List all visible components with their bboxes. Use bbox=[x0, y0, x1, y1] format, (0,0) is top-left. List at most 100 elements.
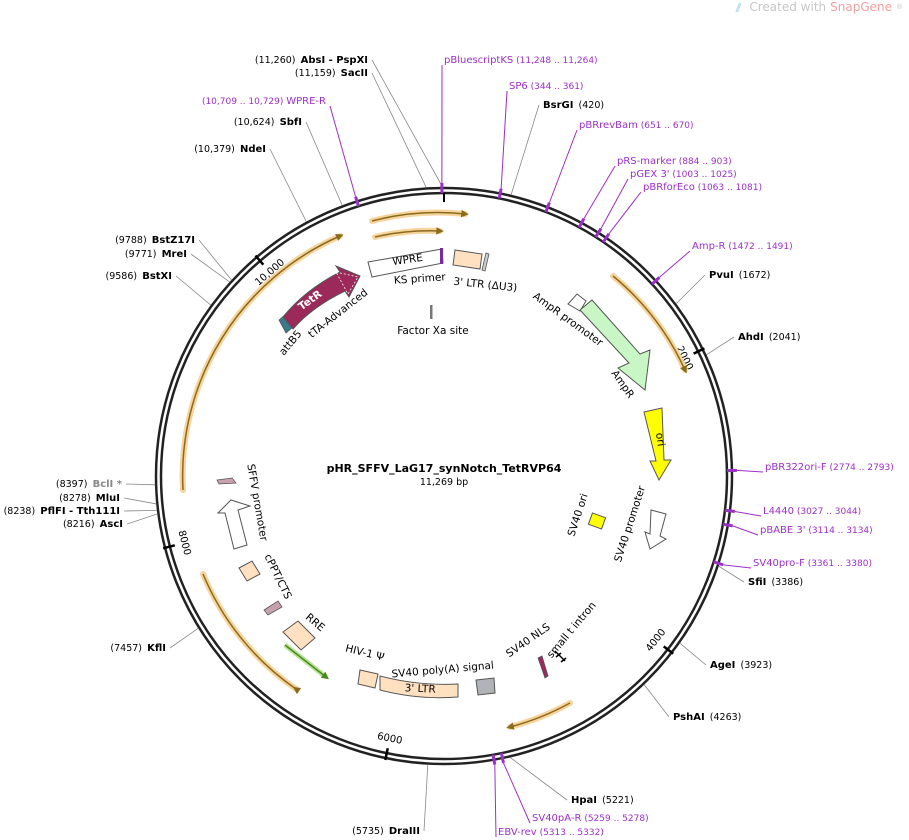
primer-name: Amp-R bbox=[692, 241, 726, 252]
restriction-site-label[interactable]: (8278) MluI bbox=[59, 486, 120, 505]
site-position: (10,624) bbox=[234, 117, 275, 128]
restriction-site-label[interactable]: (7457) KflI bbox=[110, 636, 166, 655]
orf-arc-line bbox=[506, 702, 571, 730]
plasmid-size: 11,269 bp bbox=[420, 477, 468, 488]
restriction-site-label[interactable]: (9771) MreI bbox=[125, 242, 187, 261]
primer-label[interactable]: pRS-marker (884 .. 903) bbox=[617, 156, 732, 167]
site-leader bbox=[198, 239, 232, 281]
primer-position: (11,248 .. 11,264) bbox=[513, 56, 597, 66]
site-name: BstZ17I bbox=[152, 235, 195, 246]
restriction-site-label[interactable]: (8238) PflFI - Tth111I bbox=[4, 499, 120, 518]
restriction-site-label[interactable]: (11,159) SacII bbox=[295, 61, 368, 80]
restriction-site-label[interactable]: (9788) BstZ17I bbox=[115, 228, 195, 247]
primer-label[interactable]: L4440 (3027 .. 3044) bbox=[763, 506, 861, 517]
primer-leader bbox=[329, 105, 357, 197]
primer-sites: pBluescriptKS (11,248 .. 11,264) SP6 (344… bbox=[202, 55, 894, 838]
wpre-label: WPRE bbox=[392, 252, 424, 268]
primer-label[interactable]: (10,709 .. 10,729) WPRE-R bbox=[202, 96, 326, 107]
restriction-site-label[interactable]: SfiI (3386) bbox=[748, 570, 803, 589]
site-name: AscI bbox=[100, 519, 123, 530]
site-leader bbox=[175, 275, 212, 306]
site-name: BsrGI bbox=[543, 100, 573, 111]
restriction-site-label[interactable]: (10,624) SbfI bbox=[234, 110, 302, 129]
site-name: MluI bbox=[96, 493, 120, 504]
primer-name: EBV-rev bbox=[498, 827, 537, 838]
primer-label[interactable]: pBRforEco (1063 .. 1081) bbox=[643, 182, 762, 193]
primer-name: SV40pro-F bbox=[753, 558, 805, 569]
primer-label[interactable]: pBluescriptKS (11,248 .. 11,264) bbox=[444, 55, 598, 66]
primer-label[interactable]: Amp-R (1472 .. 1491) bbox=[692, 241, 793, 252]
primer-leader bbox=[723, 564, 752, 569]
site-leader bbox=[123, 497, 157, 505]
hiv-psi-label: HIV-1 Ψ bbox=[344, 642, 385, 663]
site-leader bbox=[718, 565, 745, 583]
restriction-site-label[interactable]: PvuI (1672) bbox=[709, 263, 770, 282]
primer-label[interactable]: SV40pro-F (3361 .. 3380) bbox=[753, 558, 872, 569]
restriction-site-label[interactable]: (8216) AscI bbox=[63, 512, 123, 531]
restriction-site-label[interactable]: BsrGI (420) bbox=[543, 93, 604, 112]
restriction-site-label[interactable]: (8397) BclI * bbox=[56, 472, 123, 491]
site-name: PshAI bbox=[673, 712, 705, 723]
primer-leader bbox=[608, 191, 642, 235]
credit-mark: ® bbox=[896, 3, 903, 11]
site-leaders bbox=[123, 59, 745, 832]
restriction-site-label[interactable]: (10,379) NdeI bbox=[194, 137, 266, 156]
site-position: (1672) bbox=[739, 270, 771, 281]
primer-name: pBRrevBam bbox=[579, 120, 638, 131]
primer-label[interactable]: pGEX 3' (1003 .. 1025) bbox=[630, 169, 737, 180]
primer-position: (1472 .. 1491) bbox=[726, 242, 793, 252]
site-leader bbox=[169, 627, 199, 649]
site-leader bbox=[679, 642, 707, 666]
sv40-promoter-arrow bbox=[644, 509, 668, 550]
site-name: PvuI bbox=[709, 270, 734, 281]
restriction-site-label[interactable]: (11,260) AbsI - PspXI bbox=[255, 48, 368, 67]
primer-position: (1063 .. 1081) bbox=[695, 183, 762, 193]
restriction-site-label[interactable]: PshAI (4263) bbox=[673, 705, 741, 724]
primer-name: pRS-marker bbox=[617, 156, 677, 167]
primer-mark bbox=[544, 202, 551, 213]
primer-position: (5259 .. 5278) bbox=[581, 814, 648, 824]
site-leader bbox=[125, 483, 156, 486]
site-position: (8216) bbox=[63, 519, 95, 530]
site-position: (10,379) bbox=[194, 144, 235, 155]
scale-tick bbox=[384, 747, 389, 761]
site-name: BstXI bbox=[142, 271, 172, 282]
primer-mark bbox=[602, 232, 611, 243]
primer-label[interactable]: SP6 (344 .. 361) bbox=[509, 81, 583, 92]
site-name-extra: - PspXI bbox=[325, 55, 368, 66]
site-leader bbox=[509, 757, 568, 801]
primer-label[interactable]: pBR322ori-F (2774 .. 2793) bbox=[765, 462, 894, 473]
sffv-promoter-arrow bbox=[216, 499, 252, 550]
primer-position: (10,709 .. 10,729) bbox=[202, 97, 286, 107]
site-position: (5735) bbox=[352, 826, 384, 837]
scale-tick bbox=[662, 645, 674, 655]
site-name: AbsI bbox=[301, 55, 326, 66]
primer-leader bbox=[500, 90, 508, 189]
primer-label[interactable]: pBABE 3' (3114 .. 3134) bbox=[760, 525, 873, 536]
primer-position: (5313 .. 5332) bbox=[537, 828, 604, 838]
restriction-site-label[interactable]: AgeI (3923) bbox=[710, 653, 772, 672]
ori-feature bbox=[643, 407, 672, 482]
site-position: (5221) bbox=[602, 795, 634, 806]
ltr-feature bbox=[379, 675, 459, 699]
primer-label[interactable]: SV40pA-R (5259 .. 5278) bbox=[532, 813, 649, 824]
site-name: PflFI bbox=[40, 506, 65, 517]
site-name: BclI * bbox=[93, 479, 123, 490]
restriction-site-label[interactable]: (9586) BstXI bbox=[106, 264, 172, 283]
primer-name: SP6 bbox=[509, 81, 528, 92]
primer-label[interactable]: pBRrevBam (651 .. 670) bbox=[579, 120, 694, 131]
scale-tick bbox=[254, 254, 265, 266]
site-name: MreI bbox=[162, 249, 187, 260]
rre-feature bbox=[282, 620, 316, 651]
primer-label[interactable]: EBV-rev (5313 .. 5332) bbox=[498, 827, 604, 838]
primer-leader bbox=[494, 764, 497, 838]
restriction-site-label[interactable]: HpaI (5221) bbox=[571, 788, 634, 807]
scale-tick bbox=[693, 347, 705, 355]
ltr-du3-tail bbox=[481, 252, 490, 272]
plasmid-name: pHR_SFFV_LaG17_synNotch_TetRVP64 bbox=[327, 462, 562, 475]
ampr-promoter-arrow bbox=[567, 293, 587, 312]
site-position: (2041) bbox=[769, 332, 801, 343]
restriction-site-label[interactable]: AhdI (2041) bbox=[738, 325, 800, 344]
sffv-promoter-label: SFFV promoter bbox=[244, 463, 269, 543]
restriction-site-label[interactable]: (5735) DraIII bbox=[352, 819, 420, 838]
